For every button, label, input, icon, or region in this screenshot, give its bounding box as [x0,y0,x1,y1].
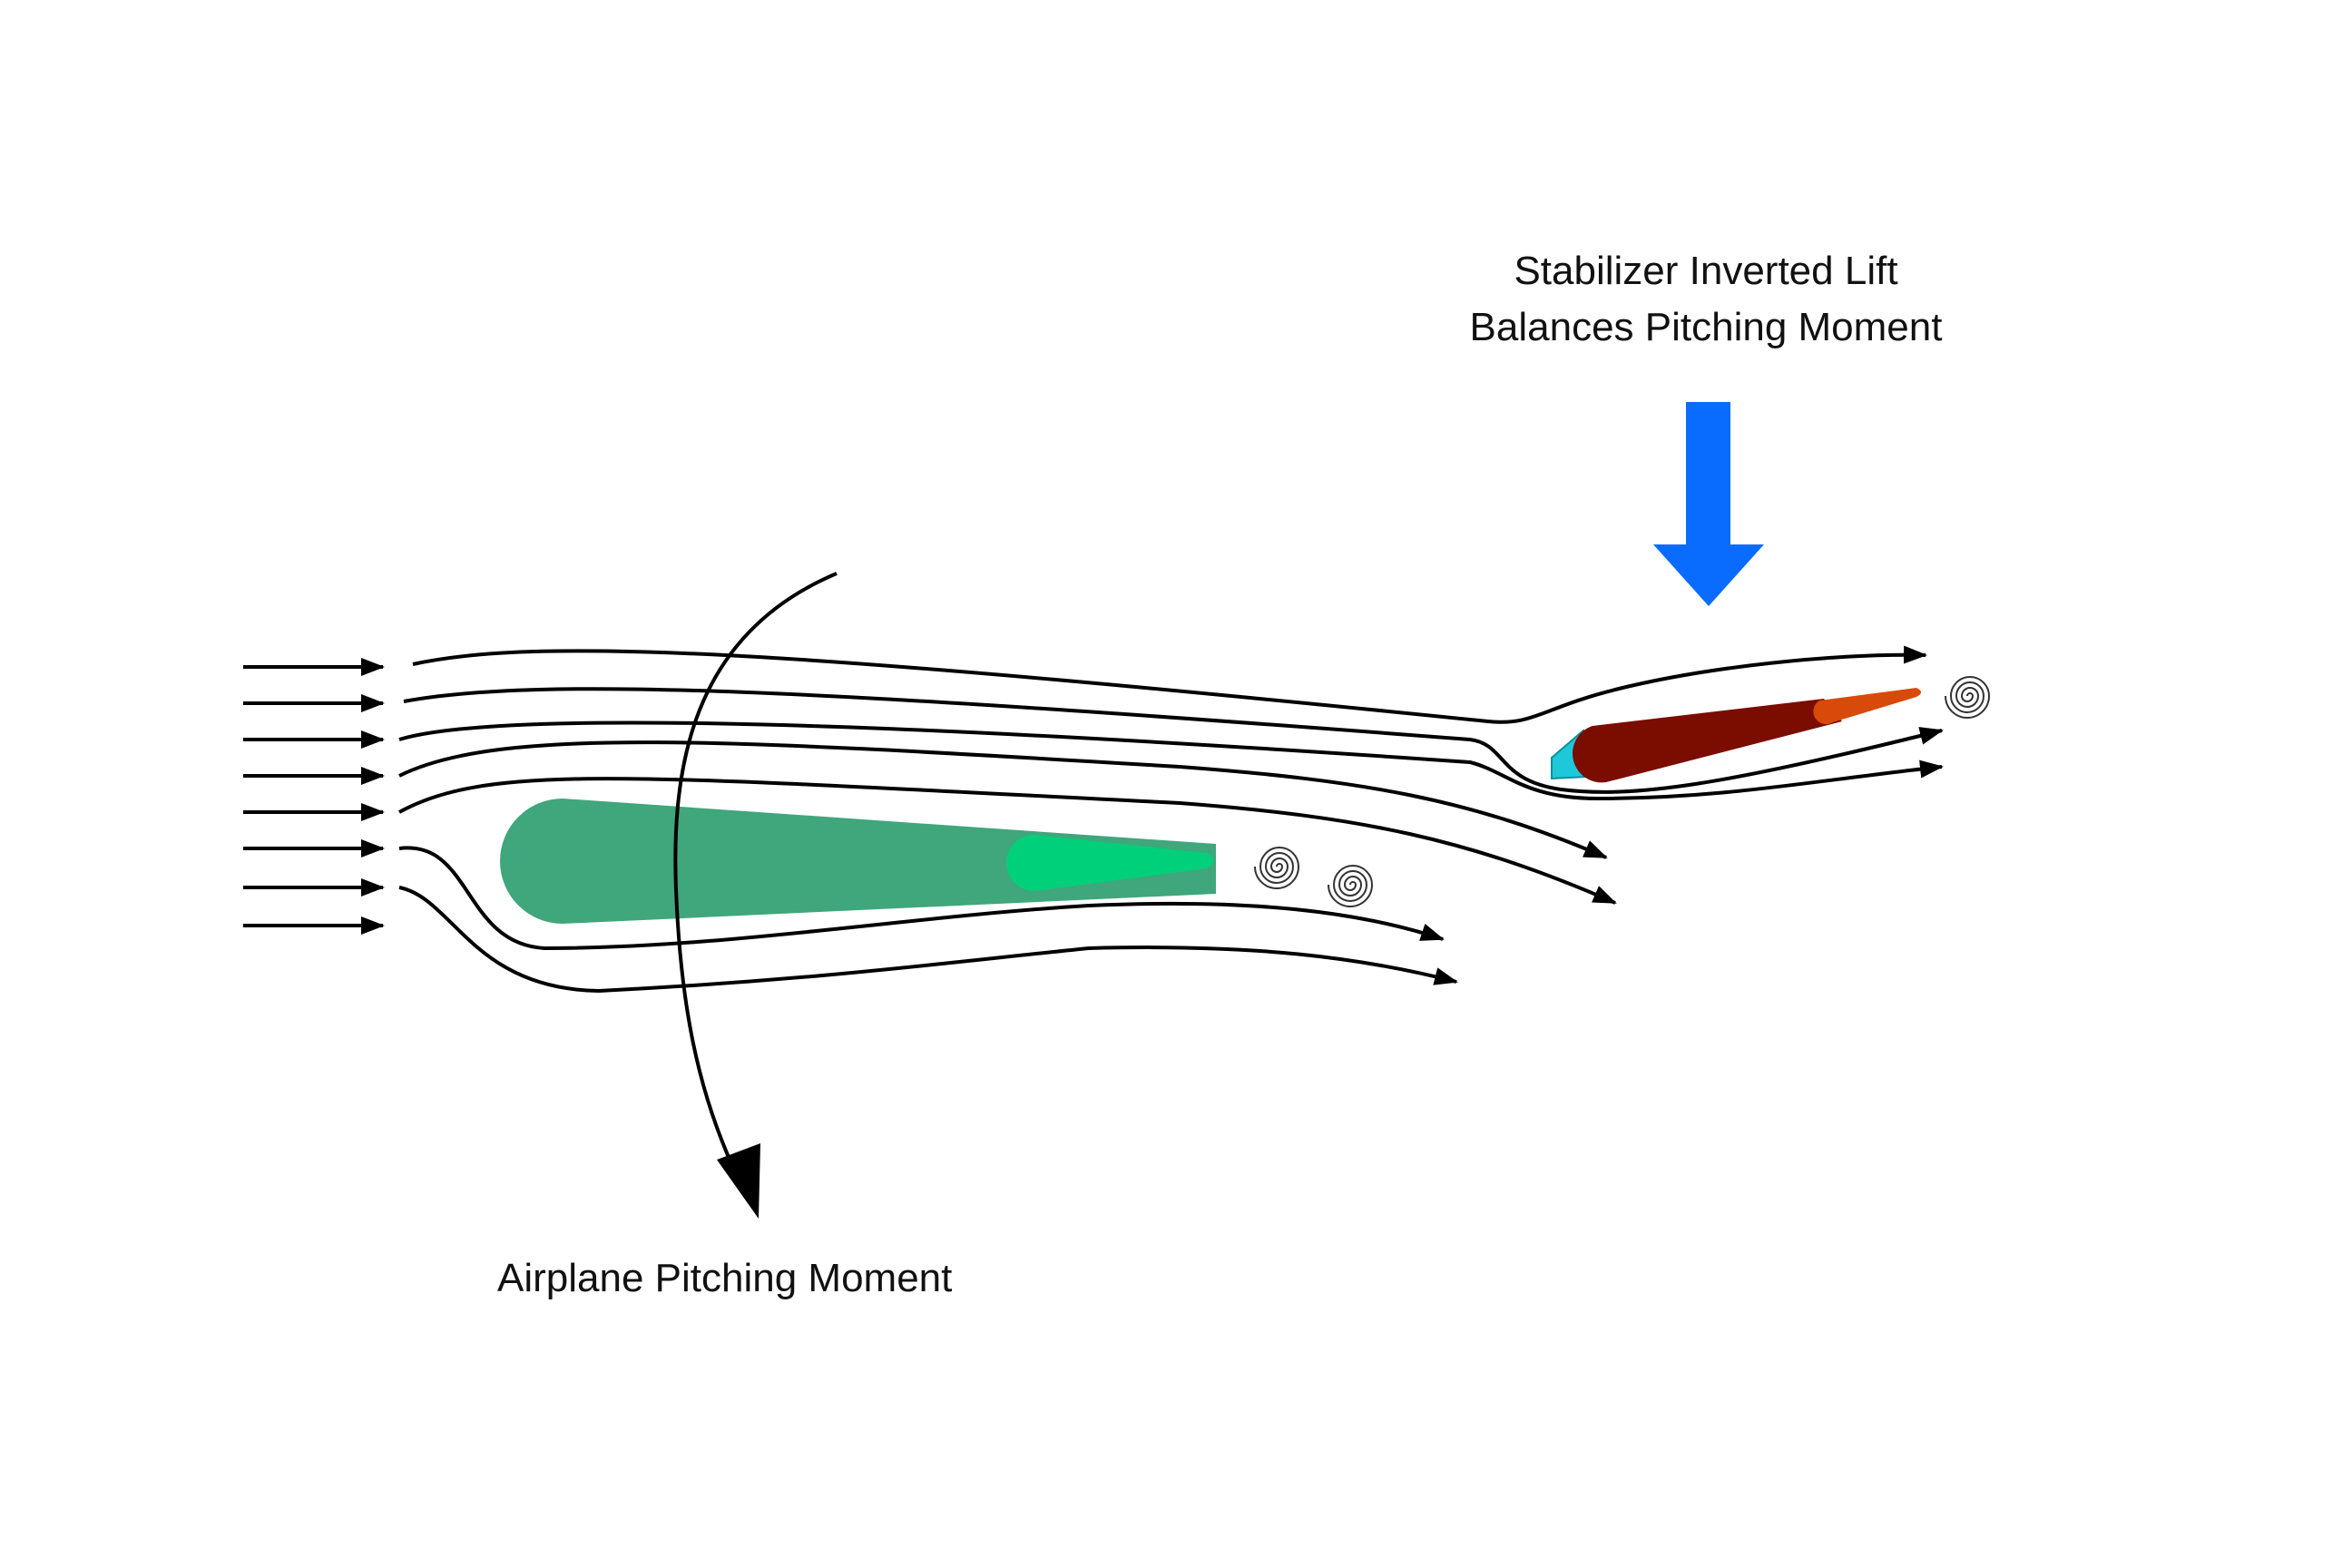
streamline-5 [398,777,1617,905]
streamline-1 [412,645,1927,724]
streamline-3 [398,720,1944,801]
vortex-spiral-icon [1945,676,1991,719]
lift-arrow [1653,402,1764,606]
arrow-down-icon [1653,402,1764,606]
vortex-spiral-icon [1328,865,1374,907]
streamline-4 [398,740,1608,859]
pitching-moment-arrow [673,572,838,1219]
main-wing [500,799,1216,924]
streamline-6 [398,846,1445,951]
curved-arrow-icon [673,572,838,1162]
stabilizer-body [1573,699,1842,783]
stabilizer [1551,688,1921,783]
streamline-2 [403,687,1944,794]
stabilizer-lift-label-line1: Stabilizer Inverted Lift [1514,249,1898,293]
curved-arrow-head-icon [717,1143,760,1219]
incoming-flow-arrows [243,658,385,935]
main-wing-tip [1006,835,1214,891]
main-wing-body [500,799,1216,924]
streamlines [398,645,1944,994]
streamline-7 [398,886,1458,994]
vortex-spiral-icon [1254,847,1300,889]
stabilizer-tip [1813,688,1921,725]
stabilizer-lift-label-line2: Balances Pitching Moment [1469,305,1943,349]
pitching-moment-label: Airplane Pitching Moment [497,1256,953,1300]
stabilizer-lift-label: Stabilizer Inverted Lift Balances Pitchi… [1361,243,2051,356]
wake-vortices [1254,676,1991,907]
